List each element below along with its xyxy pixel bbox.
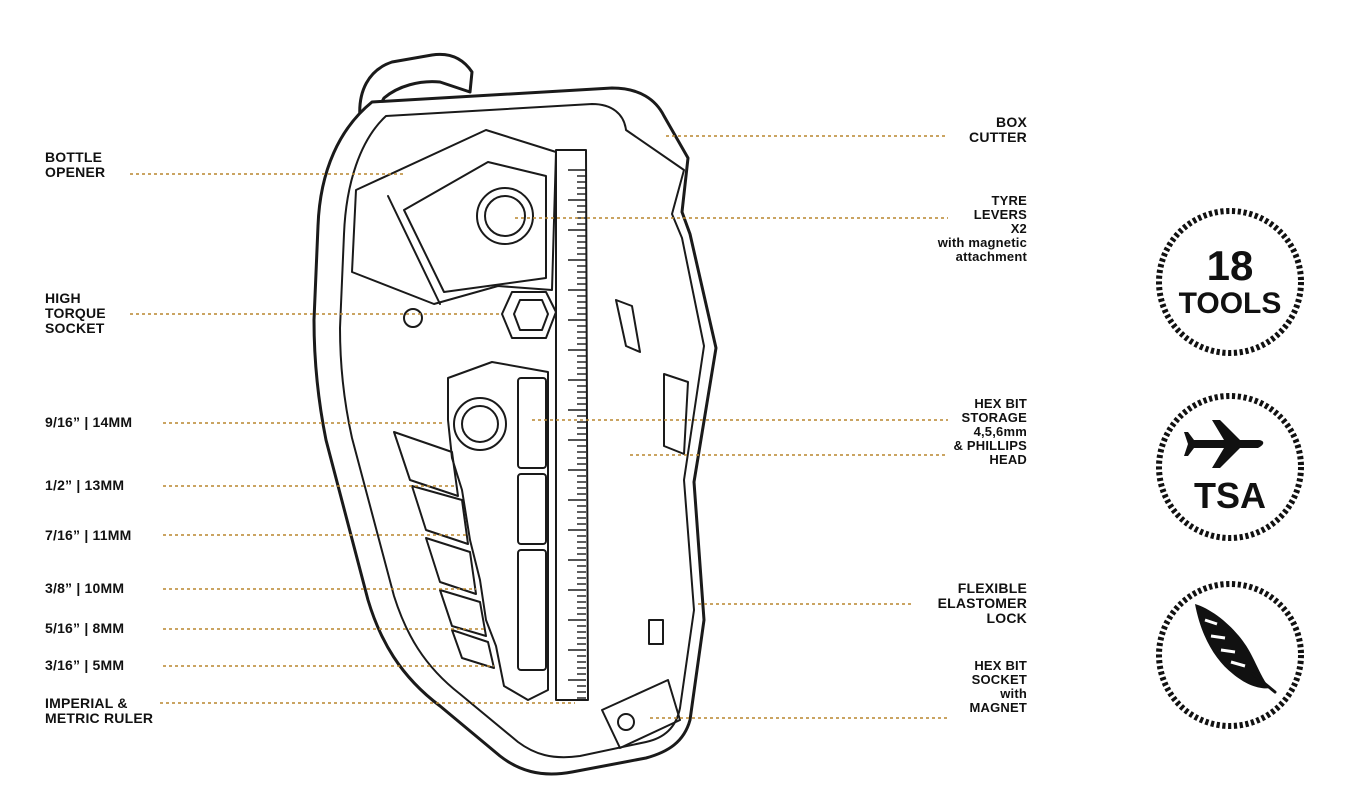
label-socket-8mm: 5/16” | 8MM — [45, 620, 125, 636]
badge-tools-number: 18 — [1206, 242, 1254, 289]
multitool-illustration — [312, 52, 718, 776]
label-socket-13mm: 1/2” | 13MM — [45, 477, 125, 493]
dotted-ring-icon — [1156, 208, 1304, 356]
leader-lines — [130, 135, 948, 719]
label-hex-bit-socket: HEX BIT SOCKET with MAGNET — [969, 658, 1027, 715]
label-tyre-levers: TYRE LEVERS X2 with magnetic attachment — [937, 193, 1027, 264]
label-socket-5mm: 3/16” | 5MM — [45, 657, 125, 673]
badge-tools-word: TOOLS — [1178, 287, 1282, 320]
label-box-cutter: BOX CUTTER — [969, 114, 1027, 145]
dotted-ring-icon — [1156, 393, 1304, 541]
label-hex-bit-storage: HEX BIT STORAGE 4,5,6mm & PHILLIPS HEAD — [953, 396, 1027, 467]
label-ruler: IMPERIAL & METRIC RULER — [45, 695, 154, 726]
label-socket-10mm: 3/8” | 10MM — [45, 580, 125, 596]
ruler-ticks — [568, 169, 586, 699]
label-socket-14mm: 9/16” | 14MM — [45, 414, 133, 430]
airplane-icon — [1184, 420, 1264, 468]
label-elastomer-lock: FLEXIBLE ELASTOMER LOCK — [937, 580, 1027, 626]
badge-18-tools: 18 TOOLS — [1155, 207, 1305, 357]
label-high-torque-socket: HIGH TORQUE SOCKET — [45, 290, 106, 336]
badge-tsa-word: TSA — [1194, 475, 1266, 516]
dotted-ring-icon — [1156, 581, 1304, 729]
label-socket-11mm: 7/16” | 11MM — [45, 527, 132, 543]
badge-tsa: TSA — [1155, 392, 1305, 542]
label-bottle-opener: BOTTLE OPENER — [45, 149, 106, 180]
feather-icon — [1195, 604, 1277, 694]
badge-lightweight — [1155, 580, 1305, 730]
